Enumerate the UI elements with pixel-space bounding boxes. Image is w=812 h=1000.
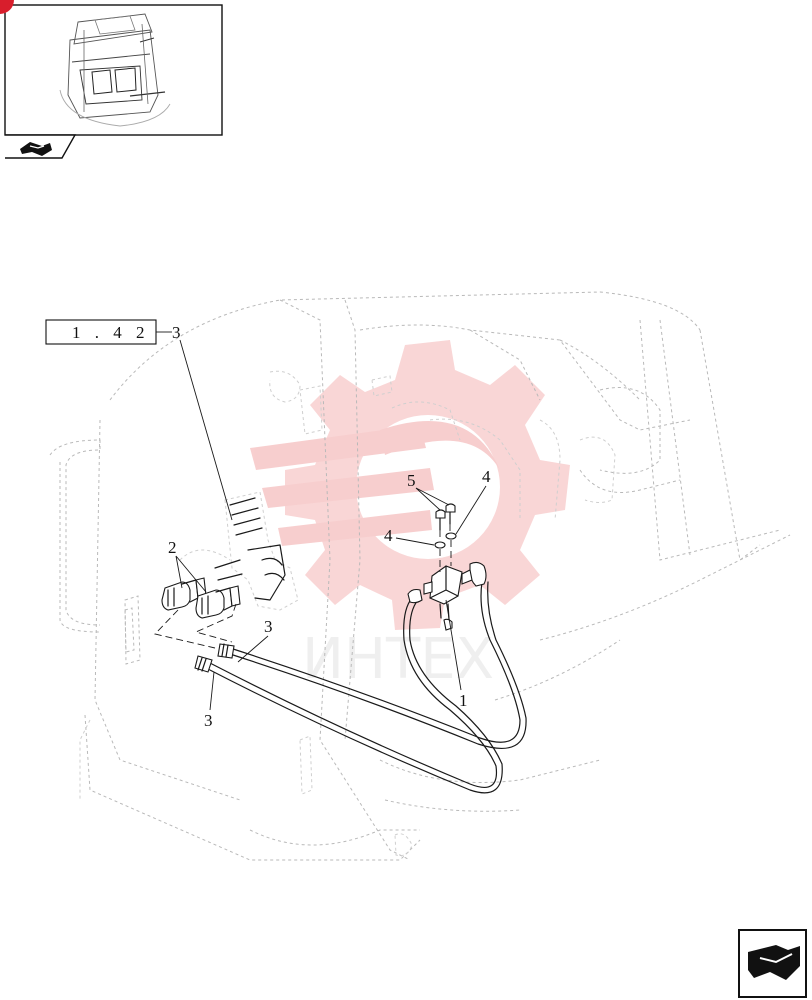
callout-1: 1: [459, 691, 468, 710]
valve-block[interactable]: [423, 565, 473, 631]
callout-5: 5: [407, 471, 416, 490]
washer-left[interactable]: [434, 541, 446, 549]
screw-left[interactable]: [435, 509, 446, 531]
watermark-logo: ИНТЕХ: [250, 340, 570, 692]
reference-box-index: 3: [172, 323, 181, 342]
adapter-fitting-right[interactable]: [195, 585, 241, 619]
valve-assembly: [214, 491, 299, 611]
back-arrow-icon[interactable]: [20, 142, 52, 156]
callout-2: 2: [168, 538, 177, 557]
hydraulic-hose-upper[interactable]: [217, 581, 527, 749]
screw-right[interactable]: [445, 503, 456, 525]
thumbnail-panel[interactable]: [0, 0, 223, 159]
callout-4-right: 4: [482, 467, 491, 486]
next-page-arrow-icon[interactable]: [738, 929, 807, 998]
corner-badge: [0, 0, 14, 14]
callout-3-upper: 3: [264, 617, 273, 636]
callout-4-left: 4: [384, 526, 393, 545]
reference-box[interactable]: 1 . 4 2 3: [45, 319, 181, 345]
callout-3-lower: 3: [204, 711, 213, 730]
watermark-text: ИНТЕХ: [302, 627, 494, 692]
cab-overview-thumbnail: [59, 13, 171, 127]
reference-box-label: 1 . 4 2: [72, 323, 150, 342]
hose-end-fitting-left: [407, 588, 423, 604]
washer-right[interactable]: [445, 532, 457, 540]
cab-phantom-outline: [49, 291, 791, 861]
hydraulic-hose-lower[interactable]: [194, 597, 503, 794]
